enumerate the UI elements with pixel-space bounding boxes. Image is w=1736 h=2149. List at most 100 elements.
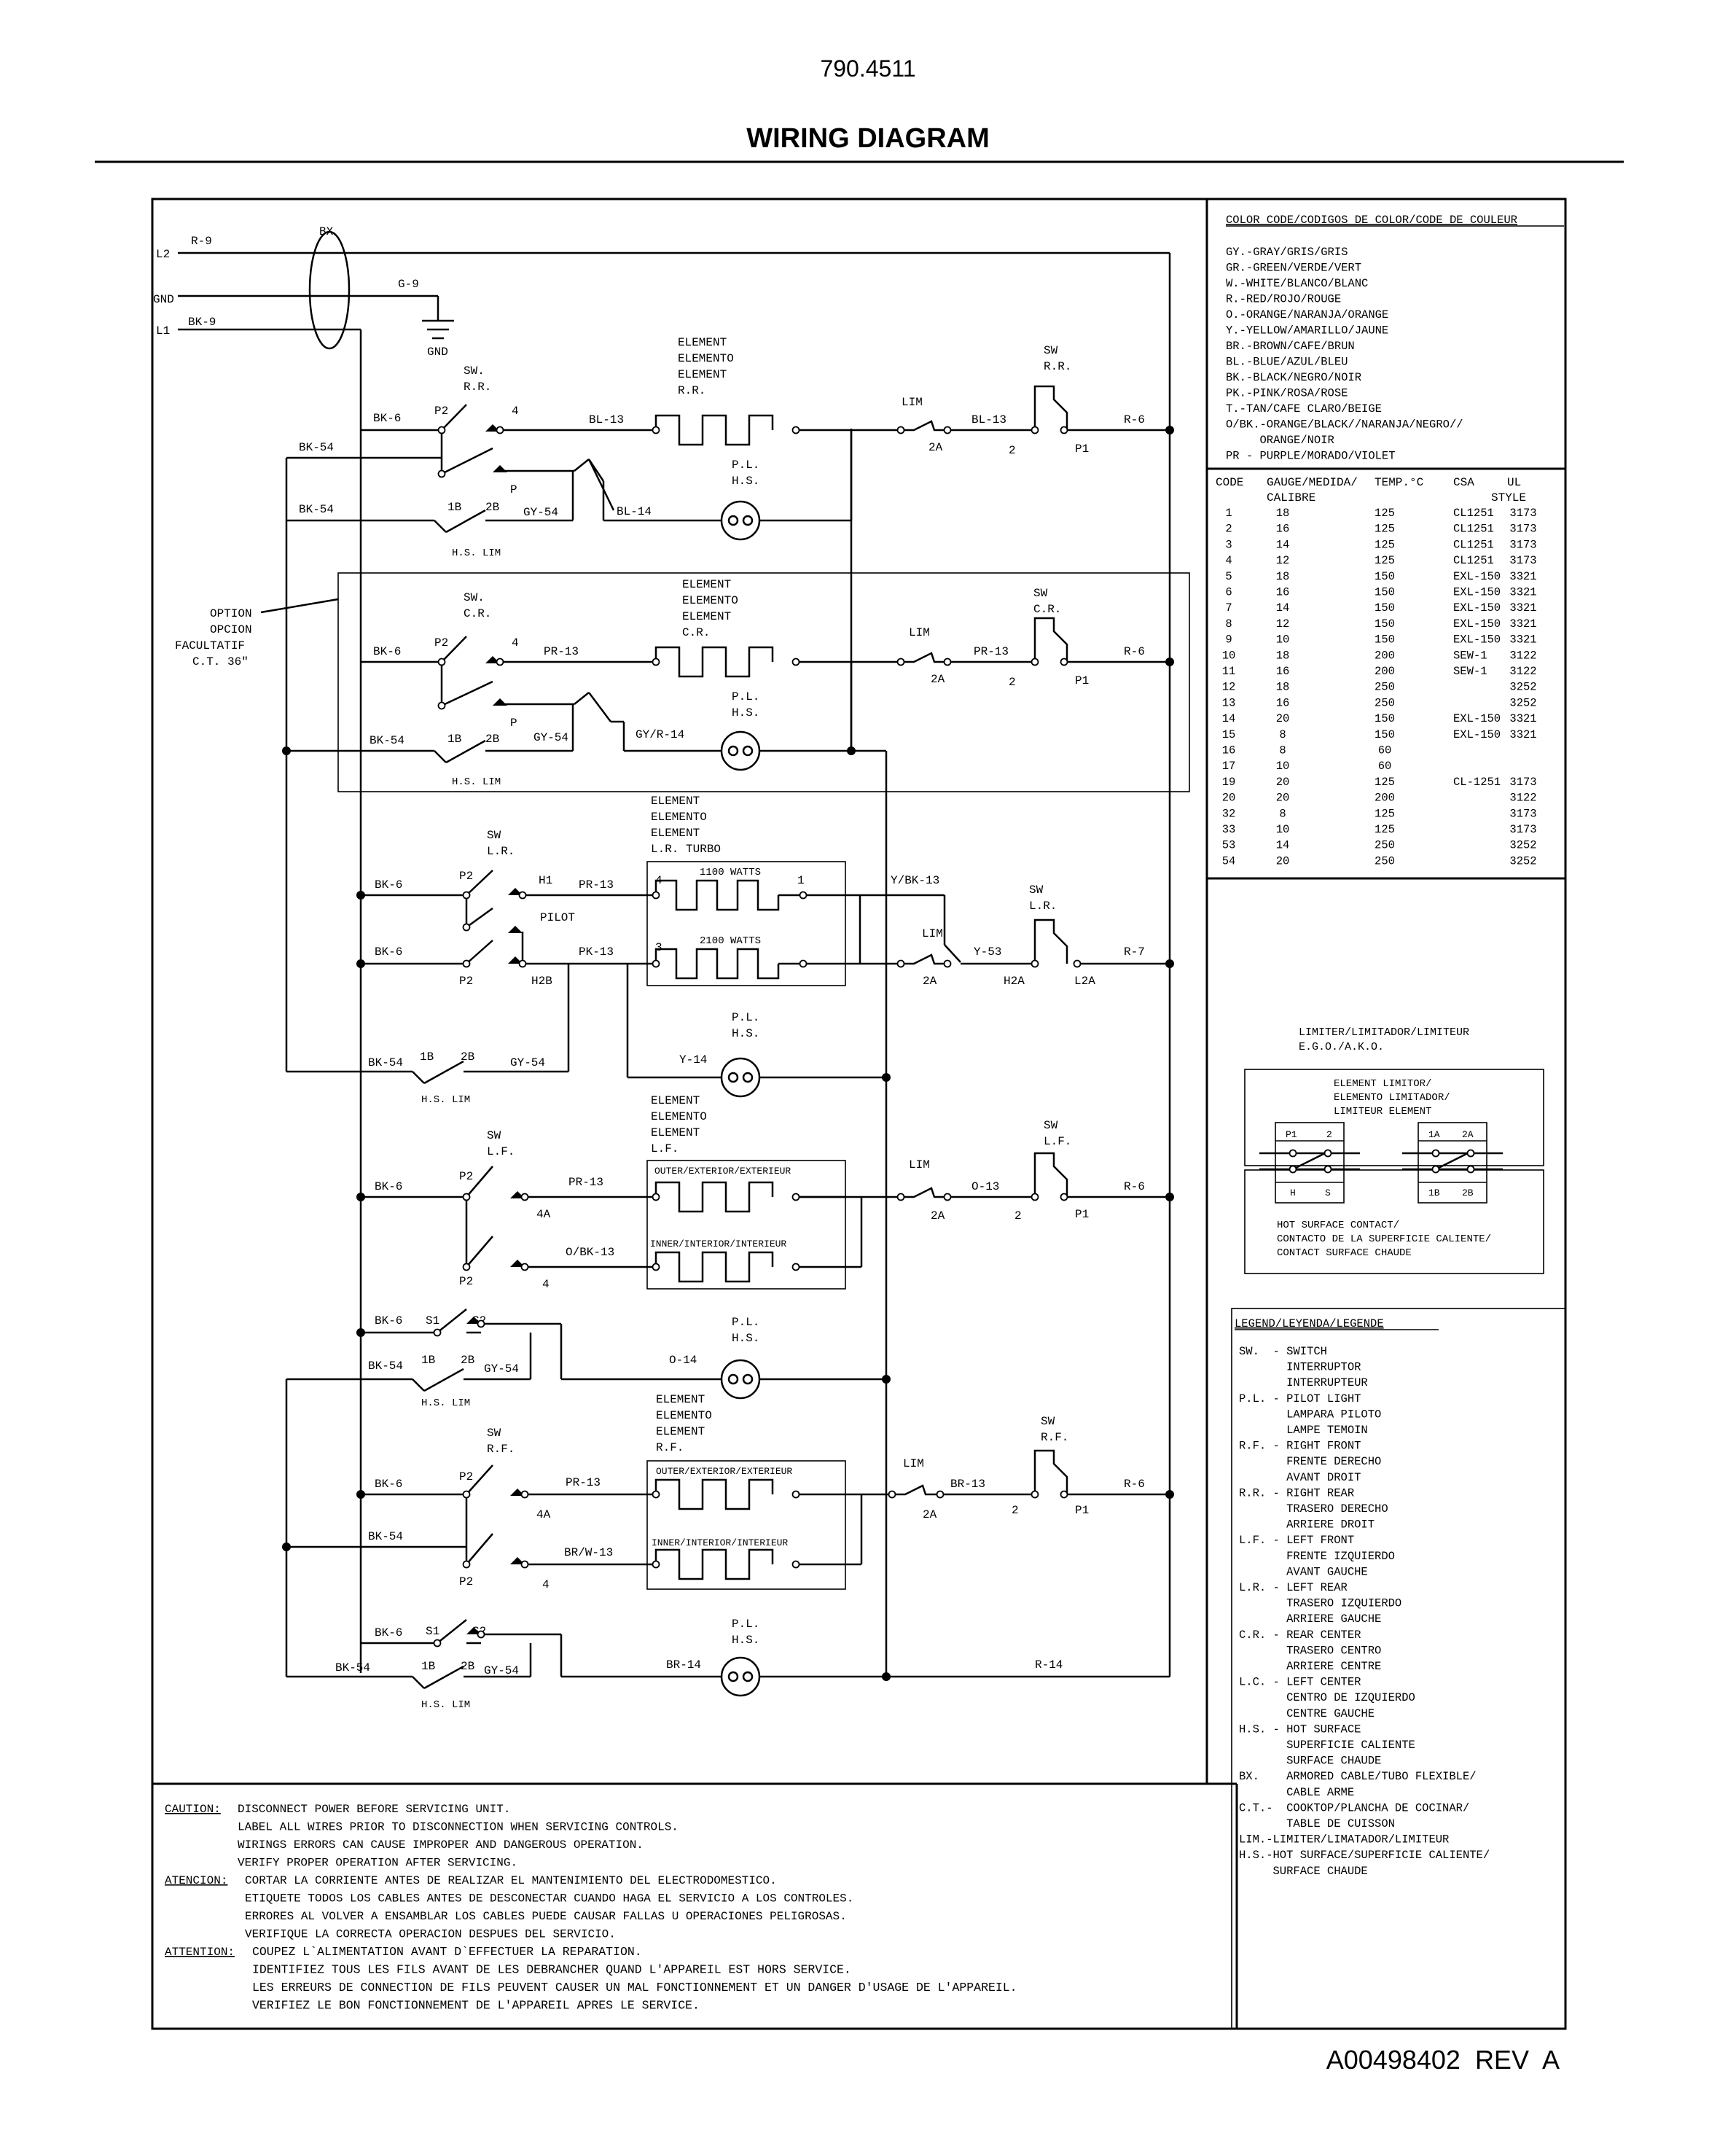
bk9-wire-label: BK-9 xyxy=(188,316,216,329)
rf-pilot-branch: BK-6 S1 S2 BK-54 1B 2B GY-54 BR-14 R-14 … xyxy=(286,1618,1171,1711)
rf-br14-label: BR-14 xyxy=(666,1658,701,1672)
gnd-label: GND xyxy=(153,293,174,306)
lr-t3-label: 3 xyxy=(655,941,662,954)
document-number: A00498402 REV A xyxy=(1326,2045,1560,2075)
legend-title: LEGEND/LEYENDA/LEGENDE xyxy=(1235,1317,1384,1330)
rr-hs-lim-label: H.S. LIM xyxy=(452,547,501,559)
gauge-table-cell: 3252 xyxy=(1509,854,1536,867)
gauge-table-cell: 13 xyxy=(1222,696,1236,709)
cr-bk54-label: BK-54 xyxy=(370,734,404,747)
gauge-table-cell: 16 xyxy=(1276,523,1290,536)
lf-s1-label: S1 xyxy=(426,1314,439,1327)
gauge-table-cell: 60 xyxy=(1378,744,1392,757)
lr-l2a-label: L2A xyxy=(1074,975,1095,988)
lr-p2-label: P2 xyxy=(459,870,473,883)
rf-hs-lim-label: H.S. LIM xyxy=(421,1699,470,1711)
gauge-header-gauge: GAUGE/MEDIDA/ xyxy=(1267,476,1358,489)
gauge-table-cell: SEW-1 xyxy=(1453,649,1487,662)
rf-s1-label: S1 xyxy=(426,1625,439,1638)
lf-p1-label: P1 xyxy=(1075,1208,1089,1221)
gauge-table-cell: 11 xyxy=(1222,665,1236,678)
gauge-table-cell: 150 xyxy=(1375,712,1395,725)
limiter-s-label: S xyxy=(1325,1187,1331,1198)
caution-es-text: CORTAR LA CORRIENTE ANTES DE REALIZAR EL… xyxy=(245,1874,861,1941)
lr-1100-watts-label: 1100 WATTS xyxy=(700,867,761,878)
rf-4-label: 4 xyxy=(542,1578,550,1591)
lf-2-label: 2 xyxy=(1014,1209,1022,1222)
gauge-table-cell: 3321 xyxy=(1509,601,1536,615)
limiter-1b-label: 1B xyxy=(1428,1187,1440,1198)
gauge-table-cell: 150 xyxy=(1375,601,1395,615)
power-input: L2 GND L1 R-9 G-9 BK-9 BX GND xyxy=(153,225,1170,1673)
color-code-list: GY.-GRAY/GRIS/GRIS GR.-GREEN/VERDE/VERT … xyxy=(1226,246,1511,463)
rr-bk6-label: BK-6 xyxy=(373,412,401,425)
gauge-header-code: CODE xyxy=(1216,476,1243,489)
rf-4a-label: 4A xyxy=(536,1508,551,1521)
rr-p2-label: P2 xyxy=(434,405,448,418)
rr-2b-label: 2B xyxy=(485,501,499,514)
gauge-table-cell: 250 xyxy=(1375,839,1395,852)
g9-wire-label: G-9 xyxy=(398,278,419,291)
rf-br13-label: BR-13 xyxy=(950,1478,985,1491)
cr-t4-label: 4 xyxy=(512,636,519,650)
limiter-box-bottom xyxy=(1244,1169,1544,1274)
lf-4a-label: 4A xyxy=(536,1208,551,1221)
gauge-table-cell: 3252 xyxy=(1509,696,1536,709)
gauge-table-cell: 3252 xyxy=(1509,681,1536,694)
rf-2b-label: 2B xyxy=(461,1660,474,1673)
color-code-panel: COLOR CODE/CODIGOS DE COLOR/CODE DE COUL… xyxy=(1226,214,1564,463)
lf-4-label: 4 xyxy=(542,1278,550,1291)
rf-lim-label: LIM xyxy=(903,1457,924,1470)
rr-bk54-label: BK-54 xyxy=(299,441,334,454)
gauge-table-cell: 200 xyxy=(1375,792,1395,805)
ground-symbol xyxy=(422,319,454,340)
cr-switch-label: SW.C.R. xyxy=(464,591,491,620)
caution-fr-label: ATTENTION: xyxy=(165,1946,235,1959)
rr-r6-label: R-6 xyxy=(1124,413,1145,426)
gauge-table-cell: 250 xyxy=(1375,854,1395,867)
cr-pilot-light-label: P.L.H.S. xyxy=(732,690,759,719)
rf-p1-label: P1 xyxy=(1075,1504,1089,1517)
lr-pr13-label: PR-13 xyxy=(579,878,614,892)
gauge-table-cell: 125 xyxy=(1375,807,1395,820)
limiter-symbol-right: 1A 2A 1B 2B xyxy=(1402,1122,1503,1204)
rr-bk54-label-2: BK-54 xyxy=(299,503,334,516)
lr-h1-label: H1 xyxy=(539,874,552,887)
gauge-table-cell: 3321 xyxy=(1509,728,1536,741)
lf-2b-label: 2B xyxy=(461,1354,474,1367)
cr-pr13-label: PR-13 xyxy=(544,645,579,658)
gauge-table-cell: 3321 xyxy=(1509,633,1536,647)
lr-2a-label: 2A xyxy=(923,975,937,988)
gauge-table-cell: 14 xyxy=(1276,601,1290,615)
cr-p-label: P xyxy=(510,717,517,730)
cr-pr13-label-2: PR-13 xyxy=(974,645,1009,658)
limiter-1a-label: 1A xyxy=(1428,1129,1440,1140)
gauge-table-cell: 5 xyxy=(1225,570,1232,583)
lr-2b-label: 2B xyxy=(461,1050,474,1064)
rf-2a-label: 2A xyxy=(923,1508,937,1521)
l1-label: L1 xyxy=(156,324,170,338)
gauge-table-cell: 16 xyxy=(1276,586,1290,599)
rr-switch-label: SW.R.R. xyxy=(464,364,491,394)
gauge-table-cell: 32 xyxy=(1222,807,1236,820)
rf-bk54-label-2: BK-54 xyxy=(335,1661,370,1674)
rf-inner-label: INNER/INTERIOR/INTERIEUR xyxy=(652,1537,788,1548)
hot-surface-contact-label: HOT SURFACE CONTACT/CONTACTO DE LA SUPER… xyxy=(1277,1220,1491,1259)
lf-o14-label: O-14 xyxy=(669,1354,697,1367)
lr-h2b-label: H2B xyxy=(531,975,552,988)
lr-h2a-label: H2A xyxy=(1004,975,1025,988)
lf-r6-label: R-6 xyxy=(1124,1180,1145,1193)
gauge-table-cell: 33 xyxy=(1222,823,1236,836)
lf-p2-label: P2 xyxy=(459,1170,473,1183)
gauge-table-cell: 3173 xyxy=(1509,554,1536,567)
rf-r14-label: R-14 xyxy=(1035,1658,1063,1672)
lf-obk13-label: O/BK-13 xyxy=(566,1246,614,1259)
lr-t1-label: 1 xyxy=(797,874,805,887)
rr-1b-label: 1B xyxy=(447,501,461,514)
gauge-table-cell: 150 xyxy=(1375,570,1395,583)
